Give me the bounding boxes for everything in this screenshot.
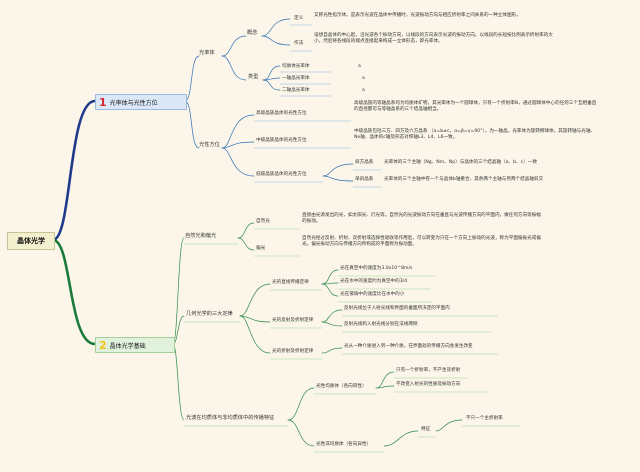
junzhi-item-2: 不改变入射光的性质及振动方向 [396, 382, 461, 387]
node-high: 高级晶族晶体的光性方位 [256, 111, 307, 116]
text-tezheng: 不只一个主折射率 [466, 416, 503, 421]
branch-2-number: 2 [99, 338, 107, 352]
node-low: 低级晶族晶体的光性方位 [256, 172, 307, 177]
text-zuofa: 设想自晶体的中心起，沿光波各个振动方向，以线段的方向表示光波的振动方向，以线段的… [314, 33, 553, 45]
node-tezheng: 特征 [421, 427, 431, 432]
fanshe-item-1: 反射光线位于入射光线和界面的垂面所决定的平面内 [344, 306, 450, 311]
text-ziranguang: 直接由光源发出的光，如太阳光、灯光等。自然光的光波振动方向在垂直与光波传播方向的… [302, 213, 541, 225]
node-ziran: 自然光和偏光 [185, 233, 217, 239]
type-item-1: 均质体光率体 [282, 64, 310, 69]
zhixian-item-3: 光在玻璃中的速度比在水中的小 [340, 292, 405, 297]
node-gainian: 概念 [247, 30, 258, 36]
type-mark-2: a [362, 76, 365, 81]
type-mark-1: a [358, 64, 361, 69]
node-xiefang: 斜方晶系 [355, 160, 374, 165]
node-guanglvti: 光率体 [199, 50, 215, 56]
text-dingyi: 又称光性指示体。是表示光波在晶体中传播时，光波振动方向与相应折射率之间关系的一种… [314, 13, 521, 18]
branch-1-number: 1 [99, 95, 107, 109]
node-zhixian: 光的直线传播定律 [272, 280, 309, 285]
branch-2-label: 晶体光学基础 [109, 342, 146, 350]
text-zheshe: 光从一种介质进入另一种介质，在界面处的传播方向会发生改变 [344, 344, 473, 349]
node-junzhi: 光性均质体（各向同性） [316, 384, 367, 389]
junzhi-item-1: 只有一个折射率，不产生双折射 [396, 368, 461, 373]
text-high: 高级晶族的等轴晶系均为均质体矿物，其光率体为一个圆球体，只有一个折射率N，通过圆… [354, 101, 597, 113]
text-xiefang: 光率体的三个主轴（Ng、Nm、Np）与晶体的三个结晶轴（a、b、c）一致 [384, 160, 537, 165]
branch-1-label: 光率体与光性方位 [109, 99, 158, 107]
node-zuofa: 作法 [294, 41, 304, 46]
text-pianguang: 自然光经过反射、折射、双折射或选择性吸收等作用后，可以转变为只在一个方向上振动的… [302, 236, 541, 248]
node-mid: 中级晶族晶体的光性方位 [256, 138, 307, 143]
text-mid: 中级晶族包括三方、四方及六方晶系 （a=b≠c，α=β=γ=90°），为一轴晶。… [354, 129, 596, 141]
text-danxie: 光率体的三个主轴中有一个与晶体b轴重合，其余两个主轴与另两个结晶轴斜交 [384, 177, 544, 182]
node-pianguang: 偏光 [256, 246, 266, 251]
node-zheshe: 光的折射及折射定律 [272, 349, 314, 354]
node-feijunzhi: 光性非均质体（各向异性） [316, 442, 372, 447]
node-danxie: 单斜晶系 [355, 177, 374, 182]
type-item-3: 二轴晶光率体 [282, 88, 310, 93]
branch-2-node: 2 晶体光学基础 [95, 337, 175, 353]
root-node: 晶体光学 [7, 232, 55, 250]
zhixian-item-1: 光在真空中的速度为3.0x10^8m/s [340, 266, 413, 271]
node-leixing: 类型 [248, 74, 259, 80]
fanshe-item-2: 反射光线和入射光线分别在法线两侧 [344, 322, 418, 327]
node-guangxing: 光性方位 [199, 142, 220, 148]
node-dingyi: 定义 [294, 16, 304, 21]
node-jihe: 几何光学的三大定律 [186, 311, 233, 317]
branch-1-node: 1 光率体与光性方位 [95, 94, 187, 110]
node-fanshe: 光的反射及折射定律 [272, 318, 314, 323]
zhixian-item-2: 光在水中的速度约为真空中的3/4 [340, 279, 408, 284]
type-mark-3: a [362, 88, 365, 93]
node-ziranguang: 自然光 [256, 219, 270, 224]
node-chuanbo: 光波在均质体与非均质体中的传播特征 [186, 415, 275, 421]
type-item-2: 一轴晶光率体 [282, 76, 310, 81]
